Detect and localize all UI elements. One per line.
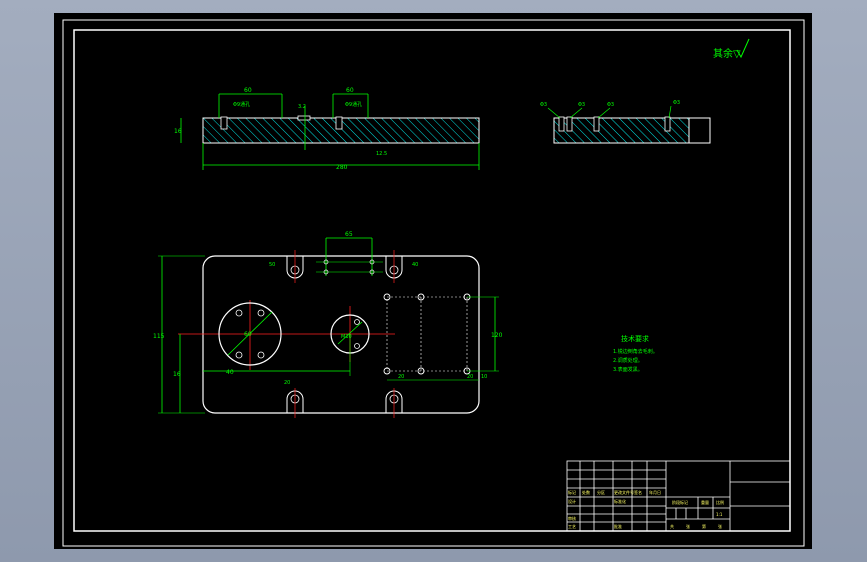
dim-text: 40 (226, 369, 234, 376)
tb-label: 审核 (568, 515, 576, 521)
front-section-view: 60 60 Φ9通孔 Φ9通孔 3.2 280 16 12.5 (174, 87, 480, 171)
tb-scale: 1:1 (716, 512, 723, 517)
dim-text: 10 (481, 374, 487, 380)
side-section-view: Φ3 Φ3 Φ3 Φ3 (540, 100, 711, 144)
tb-label: 签名 (634, 489, 642, 495)
side-slot (558, 116, 565, 132)
dim-text: 20 (467, 374, 473, 380)
slot-right (335, 116, 343, 130)
callout-text: Φ3 (578, 102, 585, 108)
bolt-grid (386, 296, 468, 372)
tb-label: 共 (670, 523, 674, 529)
callout-text: Φ3 (673, 100, 680, 106)
large-bore (218, 302, 282, 366)
callout-text: Φ3 (540, 102, 547, 108)
dim-text: 20 (284, 380, 290, 386)
side-slot (566, 116, 573, 132)
tb-label: 批准 (614, 523, 622, 529)
title-block (566, 460, 791, 532)
roughness-text: 12.5 (376, 151, 387, 157)
plan-view: 60 M10 65 50 40 (153, 231, 503, 418)
outer-frame (62, 19, 805, 547)
dim-text: 50 (269, 262, 275, 268)
tb-label: 工艺 (568, 524, 576, 529)
dim-text: 60 (244, 87, 252, 94)
tb-label: 标准化 (614, 498, 626, 504)
dim-leader (227, 311, 273, 356)
leader-line (547, 105, 672, 119)
side-slot (593, 116, 600, 132)
tb-label: 标记 (568, 489, 576, 495)
side-slot (664, 116, 671, 132)
roughness-symbol-icon (736, 38, 750, 59)
dim-text: 16 (173, 371, 181, 378)
tb-label: 分区 (597, 489, 605, 495)
tb-label: 比例 (716, 499, 724, 505)
tech-line: 2.调质处理。 (613, 357, 643, 364)
tb-label: 更改文件号 (614, 489, 634, 495)
surface-note: 其余▽ (713, 47, 741, 60)
dim-text: 60 (346, 87, 354, 94)
callout-text: Φ3 (607, 102, 614, 108)
dim-text: 16 (174, 128, 182, 135)
tapped-hole (383, 293, 391, 301)
dim-point (369, 269, 375, 275)
tb-label: 处数 (582, 489, 590, 495)
tb-label: 阶段标记 (672, 499, 688, 505)
dim-text: 65 (345, 231, 353, 238)
title-block-labels: 标记 处数 分区 更改文件号 签名 年月日 设计 标准化 阶段标记 重量 比例 … (568, 489, 724, 529)
tb-label: 张 (718, 523, 722, 529)
tb-label: 设计 (568, 498, 576, 504)
dim-point (323, 269, 329, 275)
tapped-hole (383, 367, 391, 375)
tech-line: 1.锐边倒角去毛刺。 (613, 348, 658, 355)
drawing-canvas (54, 13, 812, 549)
tech-line: 3.表面发黑。 (613, 366, 643, 373)
tb-label: 张 (686, 523, 690, 529)
dim-text: 60 (244, 331, 252, 338)
title-block-frame (566, 460, 791, 532)
bolt-hole (235, 351, 243, 359)
inner-frame (73, 29, 791, 532)
tb-label: 第 (702, 523, 706, 529)
dim-text: M10 (341, 334, 352, 340)
dim-text: 115 (153, 333, 165, 340)
tech-title: 技术要求 (621, 334, 649, 343)
bolt-hole (257, 351, 265, 359)
dim-point (369, 259, 375, 265)
tb-label: 重量 (701, 499, 709, 505)
slot-left (220, 116, 228, 130)
side-blank-end (688, 117, 711, 144)
dim-point (323, 259, 329, 265)
bolt-hole (257, 309, 265, 317)
dim-text: 280 (336, 164, 348, 171)
dim-text: 20 (398, 374, 404, 380)
plate-outline (202, 255, 480, 414)
bolt-hole (354, 319, 360, 325)
dim-leader (337, 321, 363, 345)
callout-text: Φ9通孔 (345, 101, 362, 108)
tb-label: 年月日 (649, 489, 661, 495)
tapped-hole (417, 293, 425, 301)
bolt-hole (235, 309, 243, 317)
dim-text: 40 (412, 262, 418, 268)
callout-text: Φ9通孔 (233, 101, 250, 108)
tapped-hole (417, 367, 425, 375)
dim-text: 120 (491, 332, 503, 339)
step-recess (297, 115, 311, 121)
roughness-text: 3.2 (298, 104, 306, 110)
technical-requirements: 技术要求 1.锐边倒角去毛刺。 2.调质处理。 3.表面发黑。 (613, 334, 658, 373)
bolt-hole (354, 343, 360, 349)
